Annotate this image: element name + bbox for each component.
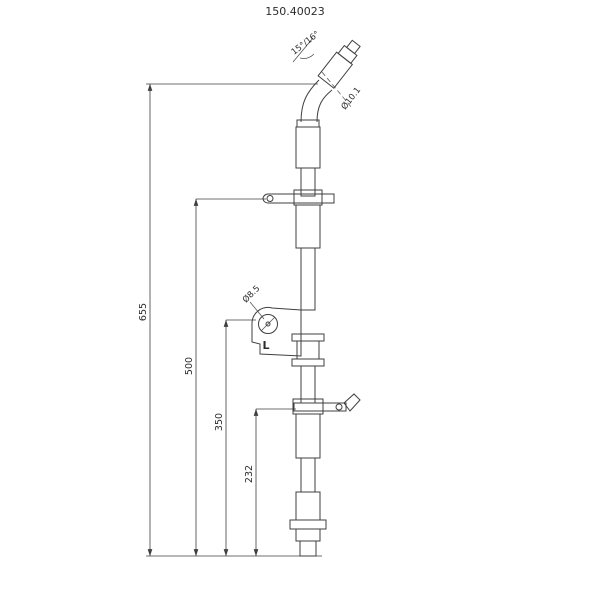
dimension-655: 655: [138, 83, 318, 557]
ribbed-sleeve-top: [295, 126, 321, 169]
hose-section-4: [300, 457, 316, 493]
top-diameter-label: Ø10.1: [339, 85, 363, 112]
orientation-mark: L: [262, 339, 269, 352]
dimension-350: 350: [214, 319, 256, 557]
hose-assembly: 15°/16° Ø10.1 L: [240, 29, 363, 557]
dimension-500: 500: [184, 198, 266, 557]
dimension-500-label: 500: [184, 357, 195, 375]
elbow-outer-edge: [300, 79, 320, 123]
mid-diameter-label: Ø8.5: [240, 283, 262, 305]
dimension-350-label: 350: [214, 413, 225, 431]
angle-label: 15°/16°: [290, 29, 322, 57]
ribbed-sleeve-3: [295, 413, 321, 459]
ribbed-sleeve-2: [295, 204, 321, 249]
top-fitting: [317, 39, 361, 89]
middle-junction-block: L: [251, 307, 302, 357]
bottom-fitting: [289, 519, 327, 557]
angle-annotation: 15°/16°: [290, 29, 322, 63]
dimension-lines: 655 500 350 232: [138, 83, 322, 557]
dimension-232: 232: [244, 408, 296, 557]
ribbed-sleeve-bottom: [295, 491, 321, 521]
hose-section-3: [300, 365, 316, 404]
elbow-inner-edge: [316, 89, 333, 123]
mid-diameter-annotation: Ø8.5: [240, 283, 265, 320]
dimension-655-label: 655: [138, 303, 149, 321]
middle-fitting: [291, 333, 325, 367]
hose-section-2: [300, 247, 316, 311]
upper-bracket: [262, 189, 335, 206]
part-number: 150.40023: [265, 5, 325, 18]
hose-section-1: [300, 167, 316, 197]
dimension-232-label: 232: [244, 465, 255, 483]
lower-bracket: [292, 393, 361, 415]
top-collar: [296, 119, 320, 128]
top-diameter-annotation: Ø10.1: [321, 71, 363, 112]
